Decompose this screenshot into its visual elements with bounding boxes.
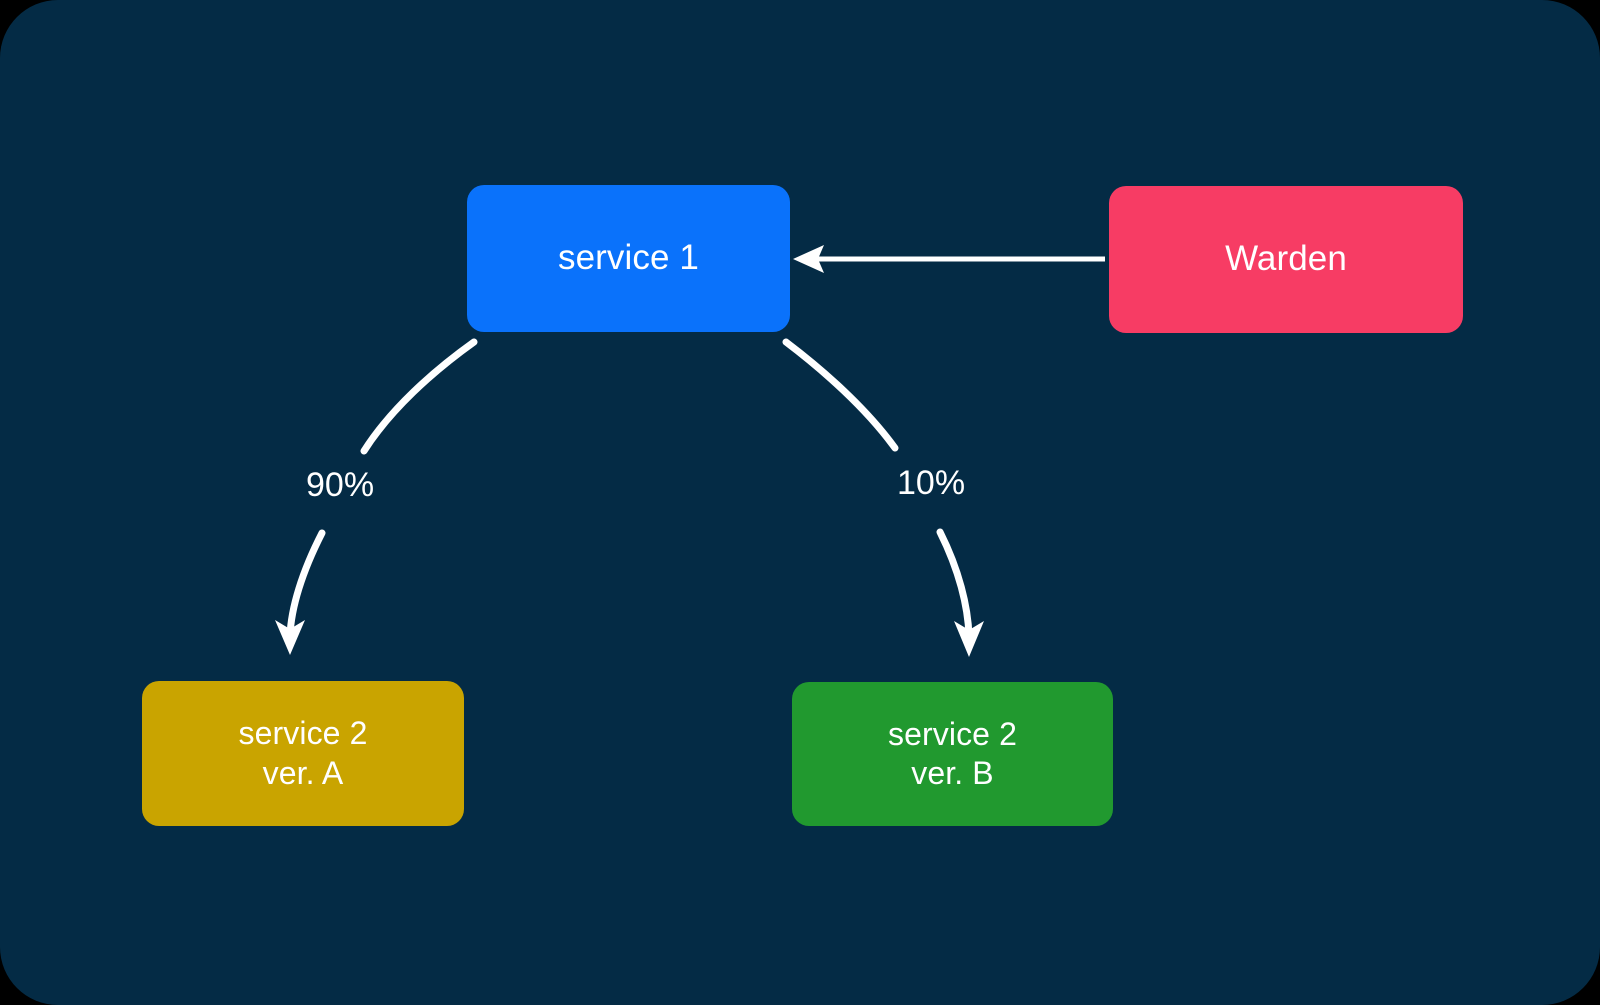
edge-service1-to-service2a [275,338,478,655]
node-service-2-ver-b[interactable]: service 2 ver. B [792,682,1113,826]
edge-curve-lower [286,529,326,640]
edge-warden-to-service1 [793,245,1105,273]
arrowhead-icon [954,621,984,657]
arrowhead-icon [793,245,824,273]
edge-label-10-percent: 10% [897,464,966,502]
node-label-line-2: ver. B [911,755,994,791]
edge-curve-upper [782,338,899,452]
edge-curve-upper [360,338,478,455]
edge-label-90-percent: 90% [306,466,375,504]
node-label-line: service 1 [558,238,699,278]
node-service-2-ver-a[interactable]: service 2 ver. A [142,681,464,826]
arrowhead-icon [275,620,305,655]
edge-curve-lower [936,528,973,640]
node-label-line-1: service 2 [888,715,1017,752]
node-warden[interactable]: Warden [1109,186,1463,333]
node-service-1[interactable]: service 1 [467,185,790,332]
node-label-line-2: ver. A [262,754,344,791]
node-label-line: Warden [1225,239,1347,279]
node-label-line-1: service 2 [238,715,368,752]
